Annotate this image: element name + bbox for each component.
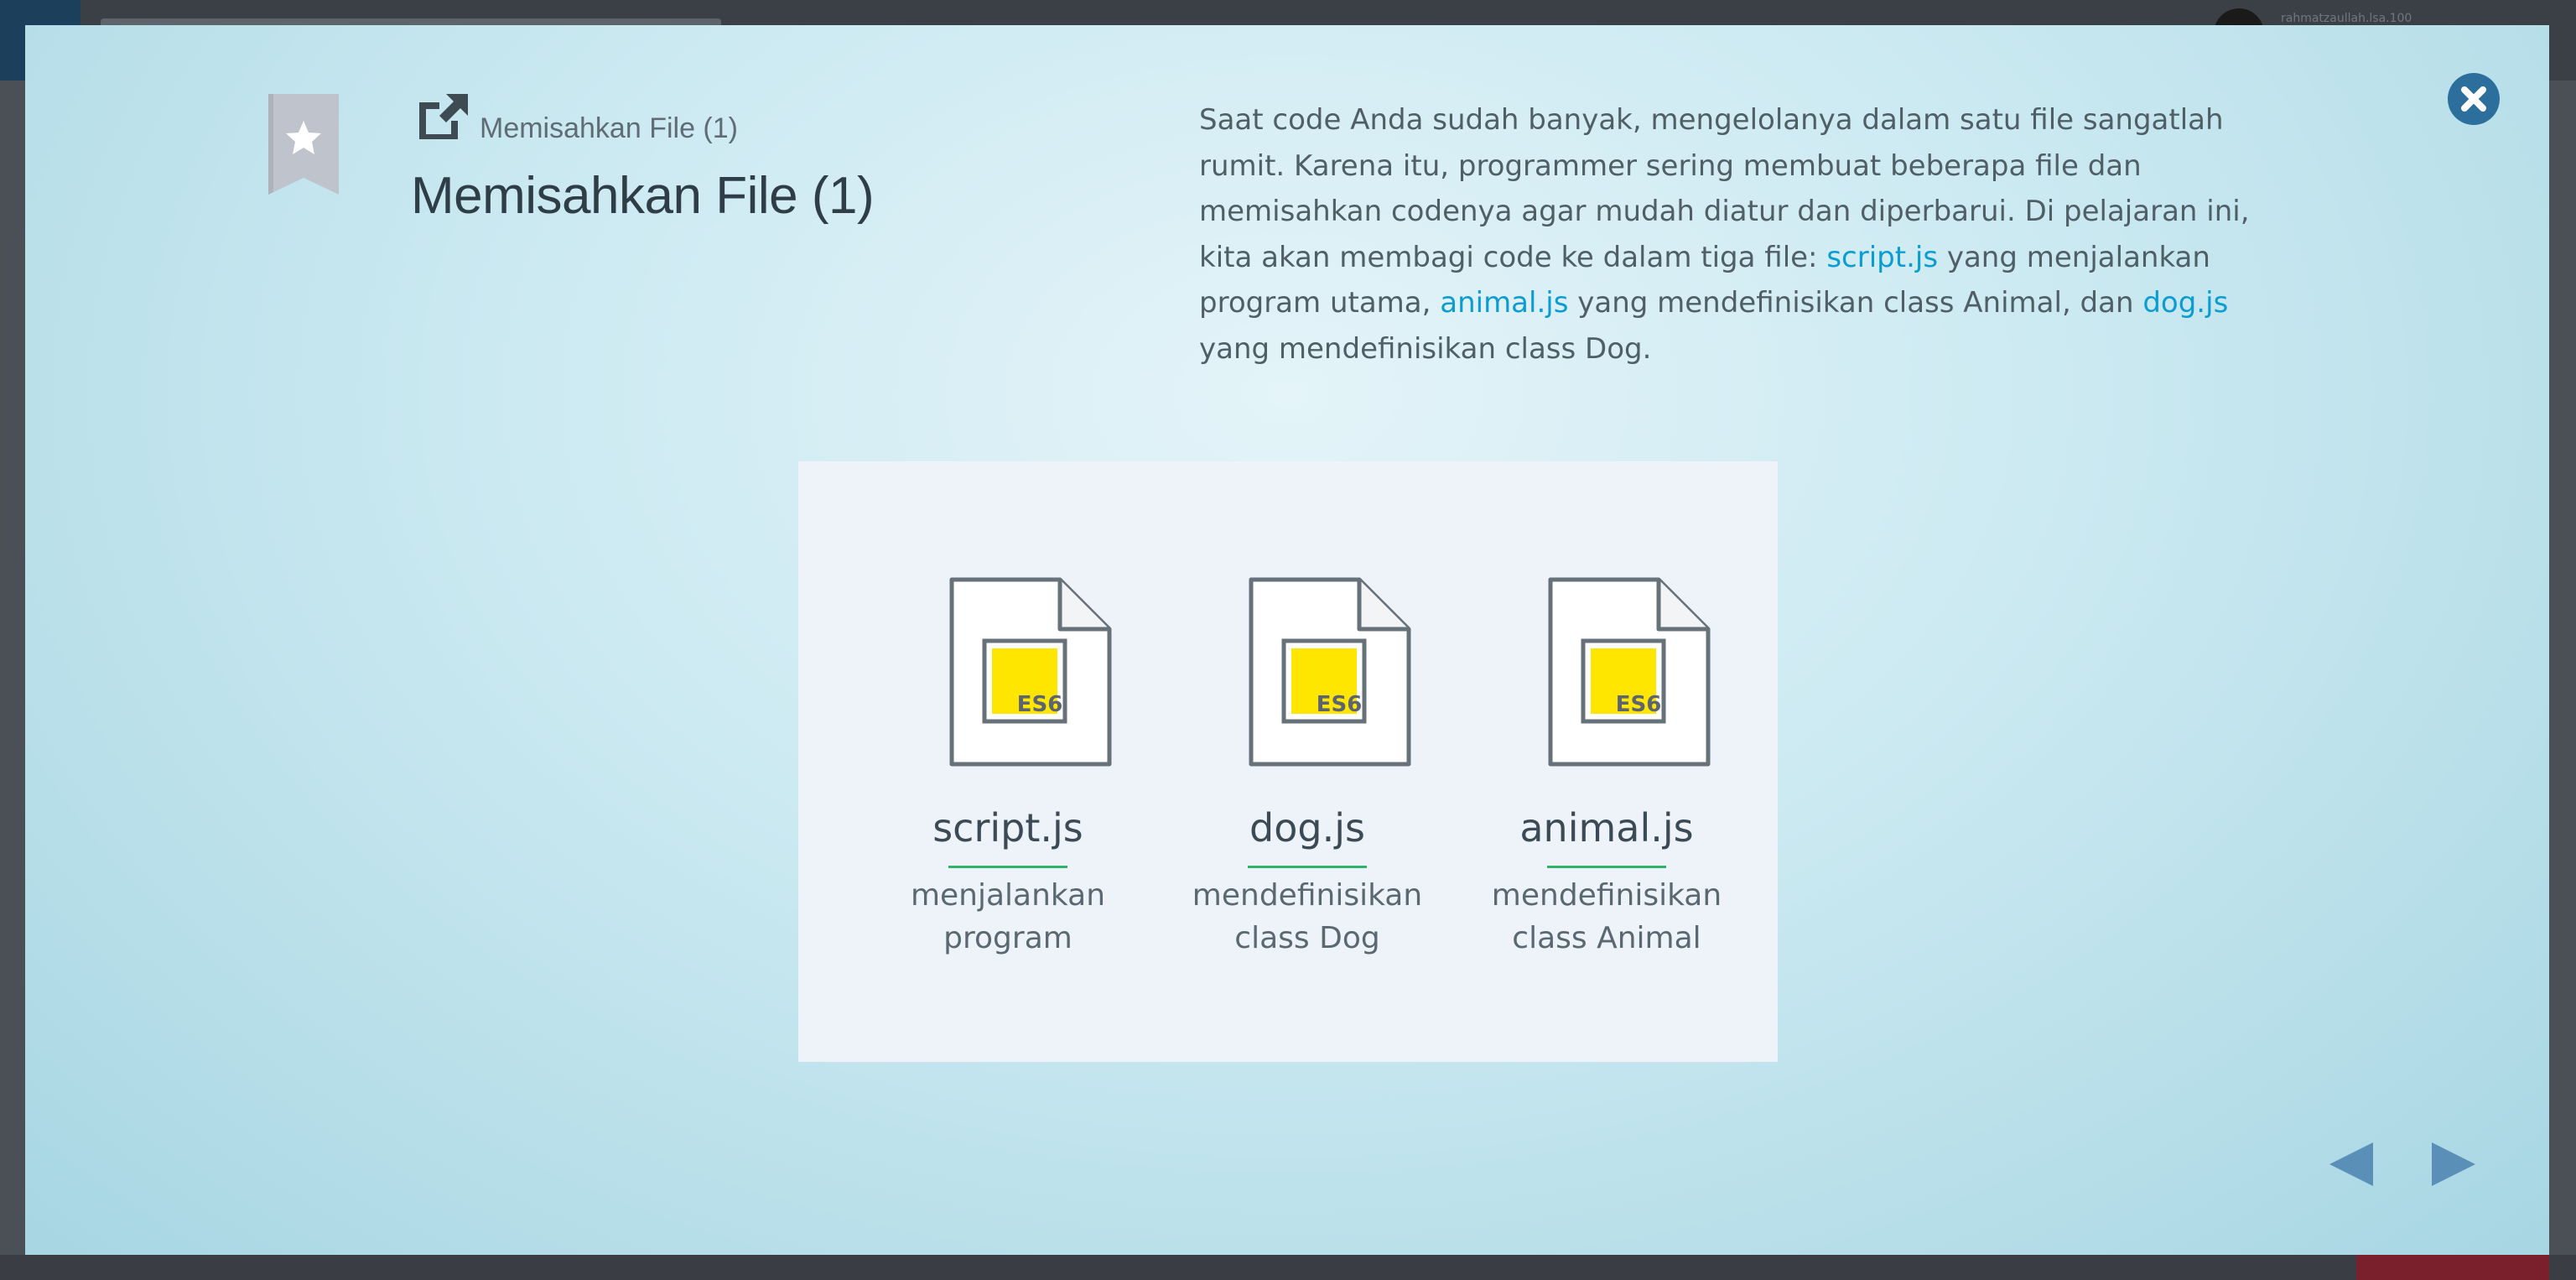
es6-badge: ES6 [1317,692,1363,717]
file-card-animal: ES6 animal.js mendefinisikan class Anima… [1481,461,1732,1062]
es6-file-icon: ES6 [1548,577,1711,767]
file-name-underline [1248,866,1367,868]
lesson-description: Saat code Anda sudah banyak, mengelolany… [1199,103,2250,366]
es6-file-icon: ES6 [1249,577,1411,767]
file-card-script: ES6 script.js menjalankan program [882,461,1134,1062]
arrow-left-icon[interactable] [2326,1137,2376,1191]
arrow-right-icon[interactable] [2428,1137,2479,1191]
link-animal-js[interactable]: animal.js [1440,286,1569,320]
es6-file-icon: ES6 [949,577,1112,767]
file-card-dog: ES6 dog.js mendefinisikan class Dog [1182,461,1433,1062]
file-name: animal.js [1519,805,1694,851]
lesson-slide-modal: Memisahkan File (1) Memisahkan File (1) … [25,25,2549,1255]
background-user-label: rahmatzaullah.lsa.100 [2281,12,2412,25]
es6-badge: ES6 [1017,692,1063,717]
file-description: mendefinisikan class Animal [1491,878,1722,955]
external-link-icon[interactable] [413,91,471,143]
file-description: menjalankan program [910,878,1106,955]
breadcrumb: Memisahkan File (1) [480,112,738,144]
file-name: dog.js [1249,805,1365,851]
star-bookmark-icon[interactable] [268,94,339,195]
link-dog-js[interactable]: dog.js [2142,286,2229,320]
file-description: mendefinisikan class Dog [1192,878,1423,955]
file-diagram: ES6 script.js menjalankan program ES6 do… [798,461,1778,1062]
link-script-js[interactable]: script.js [1826,240,1939,274]
background-footer [0,1255,2576,1280]
close-icon[interactable] [2447,72,2501,126]
page-title: Memisahkan File (1) [411,167,875,225]
file-name-underline [1547,866,1666,868]
file-name-underline [948,866,1067,868]
file-name: script.js [932,805,1083,851]
es6-badge: ES6 [1616,692,1662,717]
